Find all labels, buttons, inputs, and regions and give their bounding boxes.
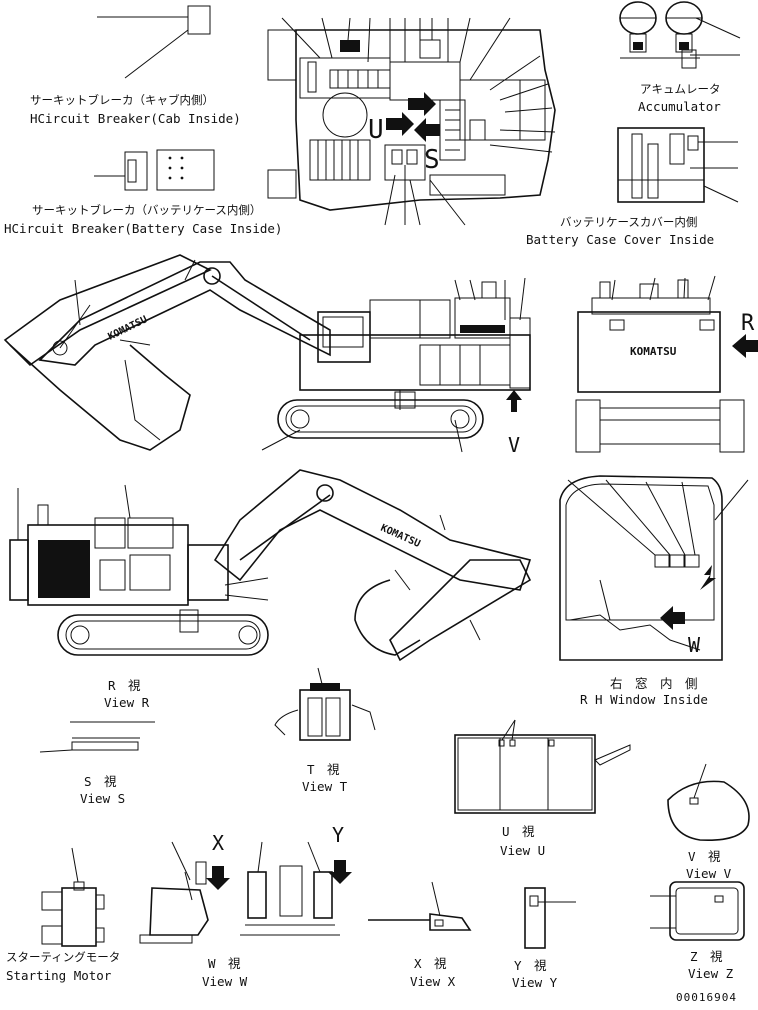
cb-batt-label-jp: サーキットブレーカ（バッテリケース内側） xyxy=(32,203,261,217)
accumulator-label-en: Accumulator xyxy=(638,99,721,114)
excavator-left-side-view: KOMATSU xyxy=(3,254,531,453)
view-s-label-jp: S 視 xyxy=(84,774,117,789)
rh-window-label-jp: 右 窓 内 側 xyxy=(610,676,698,691)
marker-x-label: X xyxy=(212,831,224,855)
view-u-label-en: View U xyxy=(500,843,545,858)
battery-cover-label-jp: バッテリケースカバー内側 xyxy=(560,215,697,229)
view-x-label-jp: X 視 xyxy=(414,956,447,971)
accumulator-detail xyxy=(619,1,741,69)
view-s-detail xyxy=(39,721,155,753)
upper-structure-plan-view xyxy=(267,17,556,226)
view-v-detail xyxy=(667,763,750,842)
marker-y-label: Y xyxy=(332,823,344,847)
battery-cover-label-en: Battery Case Cover Inside xyxy=(526,232,714,247)
marker-r-label: R xyxy=(741,311,755,336)
view-t-detail xyxy=(274,667,376,741)
starting-motor-detail xyxy=(41,847,105,947)
view-w-label-jp: W 視 xyxy=(208,956,241,971)
circuit-breaker-battery-detail xyxy=(94,149,215,191)
excavator-right-side-view: KOMATSU xyxy=(9,469,532,662)
view-r-label-en: View R xyxy=(104,695,150,710)
view-u-label-jp: U 視 xyxy=(502,824,535,839)
marker-w-label: W xyxy=(688,633,701,657)
marker-u-arrow-label: U xyxy=(368,115,384,145)
view-v-label-en: View V xyxy=(686,866,732,881)
view-w-detail xyxy=(139,841,352,944)
circuit-breaker-cab-detail xyxy=(97,5,211,79)
rh-window-label-en: R H Window Inside xyxy=(580,692,708,707)
view-y-detail xyxy=(524,887,576,949)
rh-window-inside-detail xyxy=(559,475,749,661)
brand-logo-main: KOMATSU xyxy=(106,314,149,342)
marker-s-arrow-label: S xyxy=(424,145,440,175)
view-s-label-en: View S xyxy=(80,791,125,806)
view-x-detail xyxy=(368,881,472,931)
starting-motor-label-jp: スターティングモータ xyxy=(6,950,120,964)
marker-v-label: V xyxy=(508,433,520,457)
brand-logo-rear: KOMATSU xyxy=(630,345,677,358)
view-t-label-jp: T 視 xyxy=(307,762,340,777)
starting-motor-label-en: Starting Motor xyxy=(6,968,112,983)
cb-batt-label-en: HCircuit Breaker(Battery Case Inside) xyxy=(4,221,282,236)
brand-logo-right: KOMATSU xyxy=(379,523,422,550)
view-w-label-en: View W xyxy=(202,974,248,989)
view-z-detail xyxy=(650,881,745,941)
view-v-label-jp: V 視 xyxy=(688,849,721,864)
accumulator-label-jp: アキュムレータ xyxy=(640,82,721,96)
view-y-label-jp: Y 視 xyxy=(514,958,547,973)
view-z-label-en: View Z xyxy=(688,966,734,981)
cb-cab-label-en: HCircuit Breaker(Cab Inside) xyxy=(30,111,241,126)
drawing-number: 00016904 xyxy=(676,991,737,1004)
view-z-label-jp: Z 視 xyxy=(690,949,723,964)
view-x-label-en: View X xyxy=(410,974,456,989)
view-u-detail xyxy=(454,719,631,814)
battery-case-cover-detail xyxy=(617,127,739,203)
view-r-label-jp: R 視 xyxy=(108,678,141,693)
view-t-label-en: View T xyxy=(302,779,348,794)
cb-cab-label-jp: サーキットブレーカ（キャブ内側） xyxy=(30,93,214,107)
view-y-label-en: View Y xyxy=(512,975,558,990)
excavator-rear-view-top: KOMATSU xyxy=(575,275,758,453)
